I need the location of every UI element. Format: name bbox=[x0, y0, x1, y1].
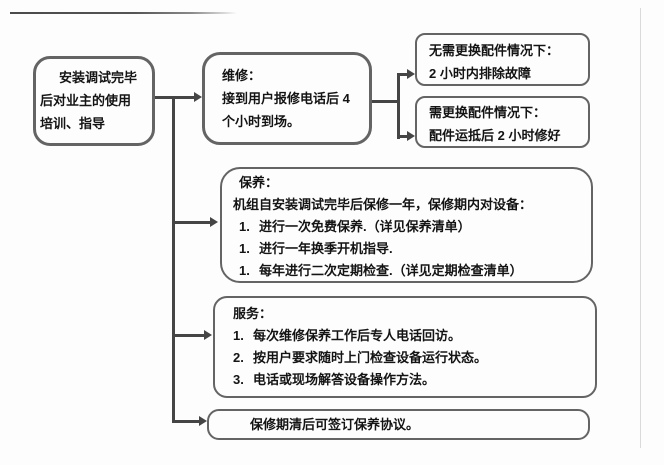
list-item-number: 1. bbox=[239, 241, 250, 256]
node-repair-title: 维修： bbox=[222, 68, 262, 83]
node-training-line2: 后对业主的使用 bbox=[40, 93, 132, 108]
list-item: 2. 按用户要求随时上门检查设备运行状态。 bbox=[233, 347, 589, 369]
node-maintenance-title: 保养： bbox=[239, 175, 279, 190]
list-item-number: 1. bbox=[239, 263, 250, 278]
list-item-text: 每次维修保养工作后专人电话回访。 bbox=[253, 328, 462, 343]
node-service: 服务： 1. 每次维修保养工作后专人电话回访。 2. 按用户要求随时上门检查设备… bbox=[213, 296, 597, 398]
arrow-to-agreement-line bbox=[172, 420, 200, 423]
arrow-training-to-repair-line bbox=[155, 96, 195, 99]
page-edge-line bbox=[640, 8, 641, 448]
arrow-to-service-head bbox=[204, 330, 212, 340]
list-item-text: 电话或现场解答设备操作方法。 bbox=[253, 372, 436, 387]
node-no-parts-line1: 无需更换配件情况下： bbox=[429, 43, 560, 58]
node-repair-line2: 个小时到场。 bbox=[222, 114, 301, 129]
arrow-to-no-parts-line bbox=[397, 73, 408, 76]
node-repair-line1: 接到用户报修电话后 4 bbox=[222, 91, 350, 106]
node-training-line3: 培训、指导 bbox=[40, 116, 106, 131]
node-training: 安装调试完毕 后对业主的使用 培训、指导 bbox=[33, 56, 155, 146]
node-parts-case: 需更换配件情况下： 配件运抵后 2 小时修好 bbox=[415, 96, 590, 148]
node-maintenance: 保养： 机组自安装调试完毕后保修一年，保修期内对设备： 1. 进行一次免费保养.… bbox=[220, 167, 593, 283]
list-item: 1. 进行一年换季开机指导. bbox=[239, 238, 585, 260]
list-item-number: 2. bbox=[233, 350, 244, 365]
scan-artifact-line bbox=[10, 12, 237, 14]
list-item-text: 按用户要求随时上门检查设备运行状态。 bbox=[253, 350, 488, 365]
arrow-to-parts-head bbox=[407, 131, 415, 141]
trunk-line bbox=[172, 97, 175, 423]
arrow-to-parts-line bbox=[397, 135, 408, 138]
arrow-to-maintenance-head bbox=[210, 217, 218, 227]
node-agreement: 保修期清后可签订保养协议。 bbox=[207, 409, 590, 440]
list-item: 1. 每次维修保养工作后专人电话回访。 bbox=[233, 325, 589, 347]
node-no-parts-case: 无需更换配件情况下： 2 小时内排除故障 bbox=[415, 33, 590, 86]
list-item-text: 进行一次免费保养.（详见保养清单） bbox=[259, 219, 471, 234]
node-parts-line1: 需更换配件情况下： bbox=[429, 105, 547, 120]
repair-branch-stem-line bbox=[372, 100, 400, 103]
arrow-to-maintenance-line bbox=[175, 221, 211, 224]
node-no-parts-line2: 2 小时内排除故障 bbox=[429, 66, 531, 81]
arrow-to-no-parts-head bbox=[407, 69, 415, 79]
node-parts-line2: 配件运抵后 2 小时修好 bbox=[429, 128, 561, 143]
repair-branch-vertical-line bbox=[397, 73, 400, 139]
node-maintenance-intro: 机组自安装调试完毕后保修一年，保修期内对设备： bbox=[233, 197, 533, 212]
list-item: 3. 电话或现场解答设备操作方法。 bbox=[233, 369, 589, 391]
list-item-number: 1. bbox=[239, 219, 250, 234]
arrow-to-service-line bbox=[175, 334, 205, 337]
list-item-text: 每年进行二次定期检查.（详见定期检查清单） bbox=[259, 263, 523, 278]
node-agreement-line1: 保修期清后可签订保养协议。 bbox=[250, 417, 420, 432]
node-training-line1: 安装调试完毕 bbox=[59, 70, 138, 85]
list-item: 1. 每年进行二次定期检查.（详见定期检查清单） bbox=[239, 260, 585, 282]
node-service-title: 服务： bbox=[233, 306, 273, 321]
list-item-number: 1. bbox=[233, 328, 244, 343]
list-item-number: 3. bbox=[233, 372, 244, 387]
node-repair: 维修： 接到用户报修电话后 4 个小时到场。 bbox=[202, 52, 372, 145]
list-item: 1. 进行一次免费保养.（详见保养清单） bbox=[239, 216, 585, 238]
arrow-training-to-repair-head bbox=[194, 92, 202, 102]
arrow-to-agreement-head bbox=[199, 416, 207, 426]
list-item-text: 进行一年换季开机指导. bbox=[259, 241, 393, 256]
